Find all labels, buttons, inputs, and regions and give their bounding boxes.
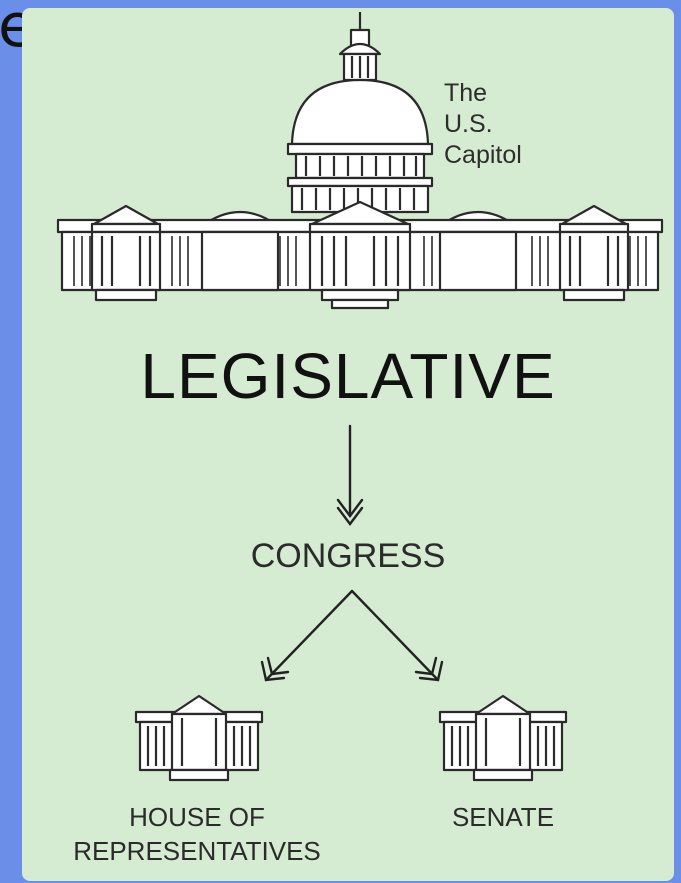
capitol-caption-line: U.S. [444,110,493,138]
capitol-caption-line: Capitol [444,141,522,169]
senate-building-icon [438,694,568,782]
house-label: HOUSE OF REPRESENTATIVES [32,800,362,868]
capitol-building-illustration [56,12,664,310]
arrow-congress-to-senate [350,589,444,682]
congress-label: CONGRESS [250,537,446,575]
capitol-caption-line: The [444,79,488,107]
arrow-legislative-to-congress [336,424,364,526]
house-label-line: REPRESENTATIVES [73,836,321,866]
branch-heading: LEGISLATIVE [140,340,556,412]
capitol-caption: The U.S. Capitol [444,78,522,171]
diagram-artwork [56,12,664,782]
arrow-congress-to-house [260,589,354,682]
diagram-card: The U.S. Capitol LEGISLATIVE CONGRESS HO… [22,8,674,881]
senate-label: SENATE [451,802,555,832]
house-label-line: HOUSE OF [129,802,265,832]
house-building-icon [134,694,264,782]
